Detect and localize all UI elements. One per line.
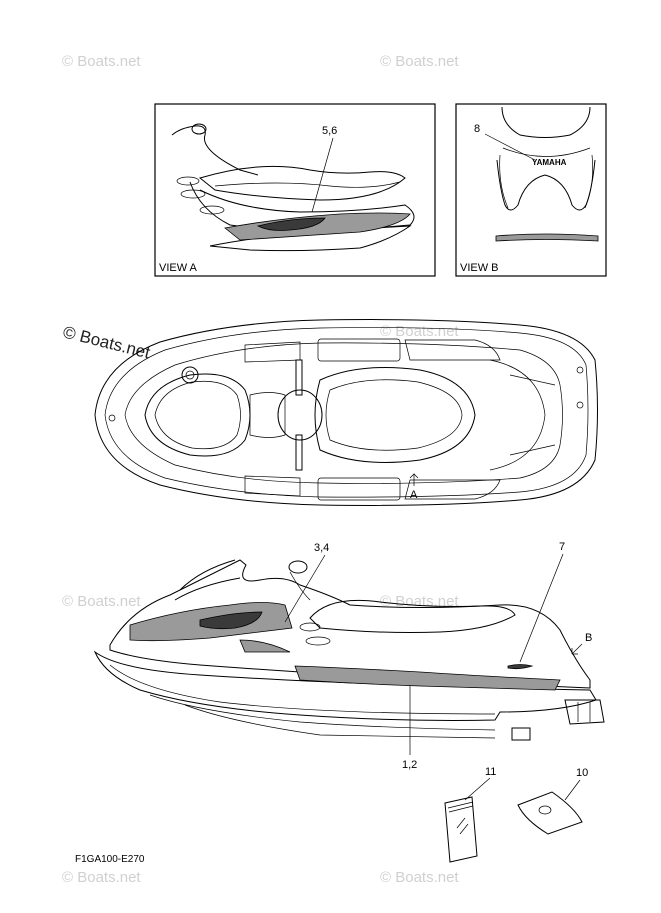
callout-8: 8 (474, 123, 480, 135)
callout-7: 7 (559, 541, 565, 553)
side-view-seat (309, 599, 516, 633)
view-a-hull (189, 181, 415, 231)
leader-7 (519, 553, 564, 663)
view-a-seat (198, 165, 406, 201)
view-a-decal (224, 212, 411, 241)
watermark: © Boats.net (380, 869, 459, 886)
side-view-watercraft: 3,4 7 1,2 B (93, 541, 605, 771)
view-b-stern-top (501, 106, 591, 138)
part-10-cover (517, 791, 583, 835)
watermark: © Boats.net (62, 53, 141, 70)
loose-parts: 11 10 (444, 766, 588, 863)
view-b-leader (484, 133, 536, 161)
view-b-panel: YAMAHA 8 VIEW B (455, 103, 607, 277)
view-a-bow (171, 125, 259, 176)
view-b-brand: YAMAHA (532, 158, 567, 167)
side-view-decal-rear (507, 664, 534, 670)
arrow-a (409, 473, 419, 486)
view-b-stripe (495, 233, 599, 242)
view-a-caption: VIEW A (159, 262, 198, 274)
top-view-hatch (144, 373, 251, 457)
watermark: © Boats.net (380, 53, 459, 70)
watermarks: © Boats.net © Boats.net © Boats.net © Bo… (61, 53, 459, 886)
watermark: © Boats.net (62, 869, 141, 886)
view-b-frame (455, 103, 607, 277)
side-view-decal-hull (294, 665, 561, 691)
arrow-b-label: B (585, 632, 592, 644)
top-view-hull (94, 319, 598, 506)
watermark: © Boats.net (380, 593, 459, 610)
callout-10: 10 (576, 767, 588, 779)
watermark: © Boats.net (380, 323, 459, 340)
watermark: © Boats.net (62, 593, 141, 610)
callout-3-4: 3,4 (314, 542, 329, 554)
side-view-nozzle (564, 699, 605, 725)
callout-11: 11 (485, 766, 496, 778)
view-a-panel: 5,6 VIEW A (154, 103, 436, 277)
callout-5-6: 5,6 (322, 125, 337, 137)
leader-11 (464, 777, 491, 801)
watermark-dark: © Boats.net (61, 322, 152, 362)
view-b-caption: VIEW B (460, 262, 499, 274)
diagram-code: F1GA100-E270 (75, 854, 145, 865)
view-a-frame (154, 103, 436, 277)
part-11-card (444, 796, 478, 863)
callout-1-2: 1,2 (402, 759, 417, 771)
arrow-b (571, 643, 583, 655)
side-view-hull (93, 650, 597, 721)
arrow-a-label: A (410, 489, 418, 501)
top-view-watercraft: A (94, 319, 598, 506)
leader-10 (564, 779, 581, 801)
view-a-leader (311, 137, 334, 213)
leader-3-4 (284, 554, 326, 623)
top-view-steering (277, 389, 323, 441)
top-view-seat (314, 367, 476, 463)
